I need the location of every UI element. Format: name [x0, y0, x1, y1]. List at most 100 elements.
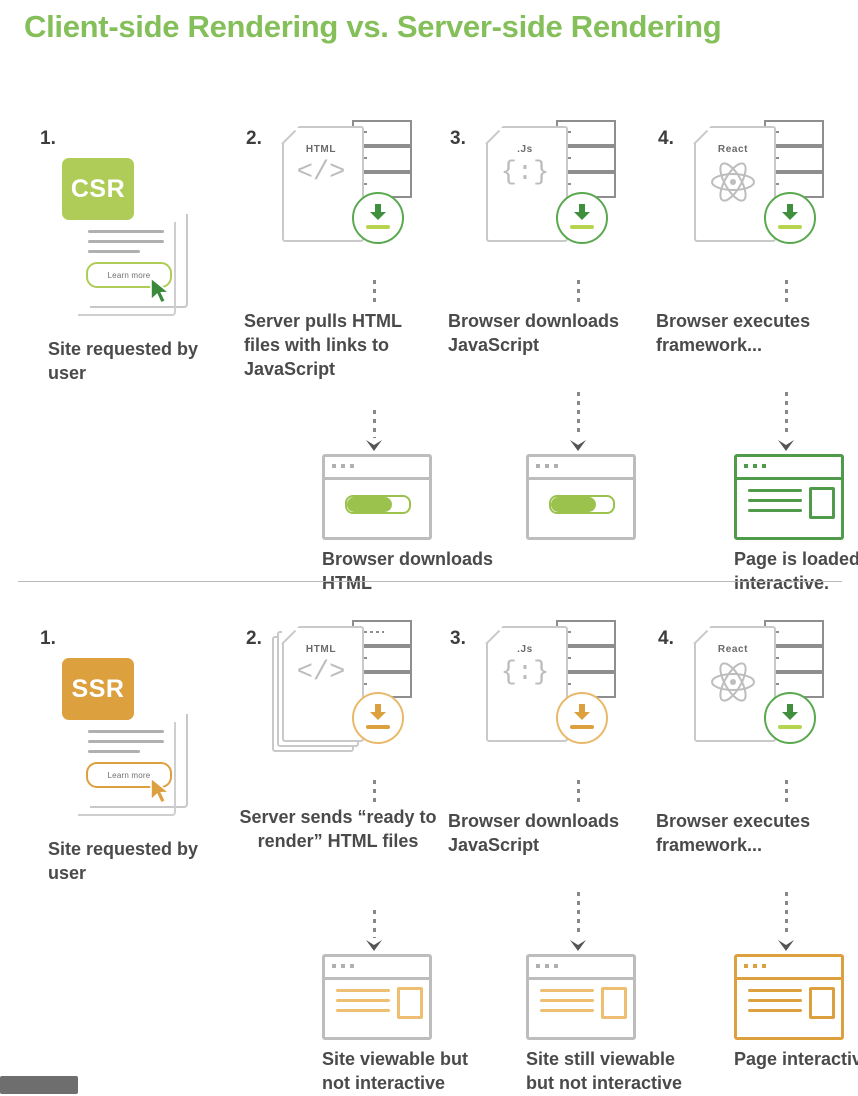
mock-text-line: [88, 730, 164, 733]
dashed-connector: [373, 910, 376, 938]
step-caption: Browser downloads JavaScript: [448, 311, 620, 355]
file-sheet: [282, 626, 364, 742]
download-base-bar: [570, 225, 594, 229]
dashed-connector: [373, 780, 376, 806]
content-line: [540, 999, 594, 1002]
js-file-icon: .Js {:}: [470, 618, 635, 768]
mock-text-line: [88, 240, 164, 243]
step-number: 1.: [40, 128, 56, 149]
bottom-caption: Site viewable but not interactive: [322, 1049, 469, 1093]
dashed-connector: [373, 410, 376, 438]
step-caption: Server pulls HTML files with links to Ja…: [244, 311, 402, 379]
content-box: [397, 987, 423, 1019]
file-sheet: [694, 626, 776, 742]
file-type-label: HTML: [305, 644, 337, 655]
step-number: 4.: [658, 128, 674, 149]
file-type-label: React: [717, 144, 749, 155]
browser-titlebar: [529, 957, 633, 980]
download-base-bar: [778, 725, 802, 729]
browser-dots-icon: [744, 464, 770, 468]
ssr-step-2: 2. HTML </> Server sends “ready to rende…: [228, 610, 468, 1093]
content-line: [336, 1009, 390, 1012]
csr-step-2: 2. HTML </> Server pulls HTML files with…: [228, 110, 493, 593]
content-line: [748, 489, 802, 492]
ssr-badge: SSR: [62, 658, 134, 720]
step-caption: Server sends “ready to render” HTML file…: [239, 807, 437, 851]
browser-dots-icon: [332, 464, 358, 468]
js-file-icon: .Js {:}: [470, 118, 635, 268]
browser-titlebar: [325, 457, 429, 480]
react-file-icon: React: [678, 118, 843, 268]
step-number: 2.: [246, 628, 262, 649]
step-caption: Browser downloads JavaScript: [448, 811, 620, 855]
file-code-glyph: {:}: [500, 658, 550, 688]
page-mockup-back-sheet: [90, 214, 188, 308]
mock-text-line: [88, 230, 164, 233]
download-badge-icon: [764, 192, 816, 244]
learn-more-button[interactable]: Learn more: [86, 762, 172, 788]
step-number: 2.: [246, 128, 262, 149]
arrow-down-icon: [570, 440, 586, 451]
csr-step-3: 3. .Js {:} Browser downloads JavaScript: [432, 110, 642, 580]
file-code-glyph: </>: [296, 658, 346, 688]
download-arrow-icon: [782, 704, 798, 720]
content-box: [809, 487, 835, 519]
loading-progress-bar: [549, 495, 615, 514]
dashed-connector: [785, 392, 788, 436]
file-sheet: [282, 126, 364, 242]
html-file-icon: HTML </>: [266, 118, 431, 268]
content-line: [748, 509, 802, 512]
arrow-down-icon: [570, 940, 586, 951]
mock-text-line: [88, 250, 140, 253]
browser-window-mockup: [322, 454, 432, 540]
dashed-connector: [785, 280, 788, 306]
csr-step-1: 1. CSR Learn more Site requested by user: [18, 110, 228, 580]
progress-fill: [347, 497, 392, 512]
download-arrow-icon: [370, 704, 386, 720]
browser-dots-icon: [332, 964, 358, 968]
step-caption: Browser executes framework...: [656, 311, 811, 355]
step-caption: Site requested by user: [48, 339, 199, 383]
dashed-connector: [577, 280, 580, 306]
step-number: 1.: [40, 628, 56, 649]
step-number: 3.: [450, 128, 466, 149]
react-atom-icon: [711, 662, 755, 702]
file-code-glyph: </>: [296, 158, 346, 188]
section-ssr: 1. SSR Learn more Site requested by user…: [0, 610, 858, 1093]
download-badge-icon: [556, 692, 608, 744]
file-sheet: [486, 626, 568, 742]
browser-window-mockup: [322, 954, 432, 1040]
download-arrow-icon: [574, 704, 590, 720]
step-caption: Site requested by user: [48, 839, 199, 883]
download-badge-icon: [556, 192, 608, 244]
browser-titlebar: [737, 457, 841, 480]
browser-window-mockup: [734, 454, 844, 540]
page-mockup-front-sheet: [78, 722, 176, 816]
browser-window-mockup: [526, 954, 636, 1040]
page-mockup: Learn more: [48, 714, 188, 822]
browser-titlebar: [737, 957, 841, 980]
page-title: Client-side Rendering vs. Server-side Re…: [24, 9, 722, 44]
content-line: [540, 1009, 594, 1012]
download-badge-icon: [352, 192, 404, 244]
content-line: [748, 999, 802, 1002]
browser-titlebar: [529, 457, 633, 480]
dashed-connector: [577, 780, 580, 806]
browser-titlebar: [325, 957, 429, 980]
dashed-connector: [577, 392, 580, 436]
file-type-label: .Js: [517, 144, 533, 155]
step-number: 4.: [658, 628, 674, 649]
browser-dots-icon: [536, 964, 562, 968]
download-badge-icon: [352, 692, 404, 744]
file-code-glyph: {:}: [500, 158, 550, 188]
content-box: [809, 987, 835, 1019]
download-arrow-icon: [782, 204, 798, 220]
step-caption: Browser executes framework...: [656, 811, 811, 855]
bottom-scroll-indicator[interactable]: [0, 1076, 78, 1094]
react-atom-icon: [711, 162, 755, 202]
content-line: [748, 499, 802, 502]
content-line: [748, 989, 802, 992]
download-badge-icon: [764, 692, 816, 744]
progress-fill: [551, 497, 596, 512]
cursor-pointer-icon: [150, 776, 172, 805]
